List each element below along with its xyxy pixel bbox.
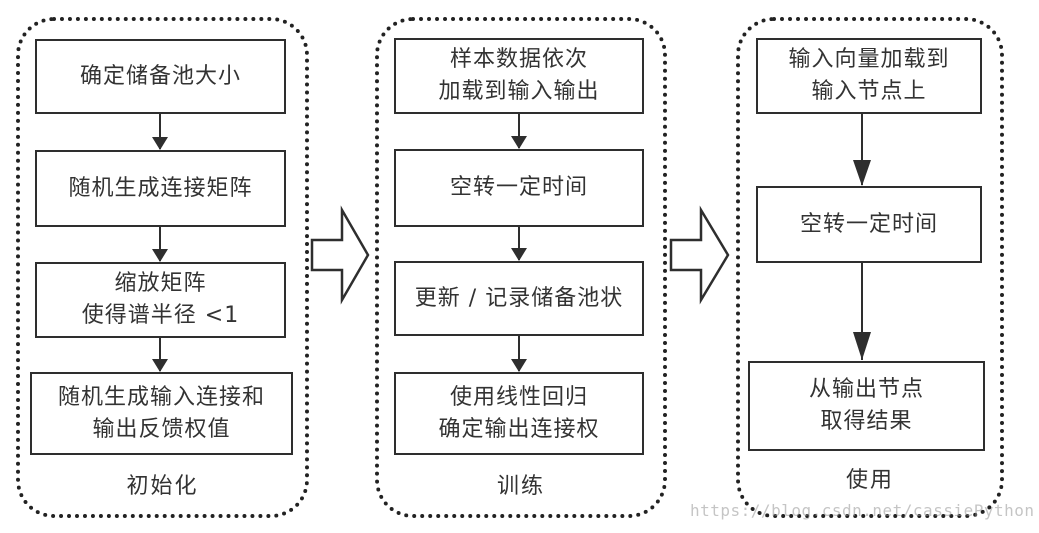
step-box-use-1: 输入向量加载到 输入节点上 [756, 38, 982, 114]
step-box-train-3: 更新 / 记录储备池状 [394, 261, 644, 336]
step-box-init-1: 确定储备池大小 [35, 39, 286, 114]
step-text: 使得谱半径 <1 [81, 303, 240, 328]
stage-panel-use [736, 17, 1004, 518]
step-text: 空转一定时间 [449, 175, 588, 200]
step-box-init-4: 随机生成输入连接和 输出反馈权值 [30, 372, 293, 455]
stage-panel-init [16, 17, 309, 518]
step-text: 确定储备池大小 [79, 63, 241, 89]
step-box-use-2: 空转一定时间 [756, 186, 982, 263]
stage-label-use: 使用 [845, 468, 894, 493]
step-box-train-4: 使用线性回归 确定输出连接权 [394, 372, 644, 455]
step-text: 样本数据依次 [449, 47, 588, 72]
step-text: 空转一定时间 [799, 211, 938, 237]
step-text: 更新 / 记录储备池状 [414, 285, 624, 311]
step-box-train-1: 样本数据依次 加载到输入输出 [394, 38, 644, 114]
step-box-init-3: 缩放矩阵 使得谱半径 <1 [35, 262, 286, 338]
watermark-url: https://blog.csdn.net/cassiePython [690, 501, 1035, 520]
step-text: 随机生成连接矩阵 [68, 175, 253, 201]
step-text: 随机生成输入连接和 [57, 384, 265, 410]
step-text: 取得结果 [820, 409, 913, 434]
stage-label-init: 初始化 [126, 474, 199, 499]
step-text: 加载到输入输出 [438, 79, 600, 104]
stage-label-train: 训练 [496, 474, 545, 499]
step-box-train-2: 空转一定时间 [394, 149, 644, 227]
stage-panel-train [375, 17, 667, 518]
hollow-right-arrow-icon [669, 205, 730, 305]
step-box-use-3: 从输出节点 取得结果 [748, 361, 985, 451]
step-text: 输入节点上 [811, 79, 927, 104]
hollow-right-arrow-icon [310, 205, 370, 305]
step-text: 输出反馈权值 [92, 416, 231, 442]
step-text: 输入向量加载到 [788, 47, 950, 72]
step-text: 使用线性回归 [449, 384, 588, 410]
step-text: 确定输出连接权 [438, 416, 600, 442]
step-text: 缩放矩阵 [114, 271, 207, 296]
step-text: 从输出节点 [808, 377, 924, 402]
step-box-init-2: 随机生成连接矩阵 [35, 150, 286, 227]
